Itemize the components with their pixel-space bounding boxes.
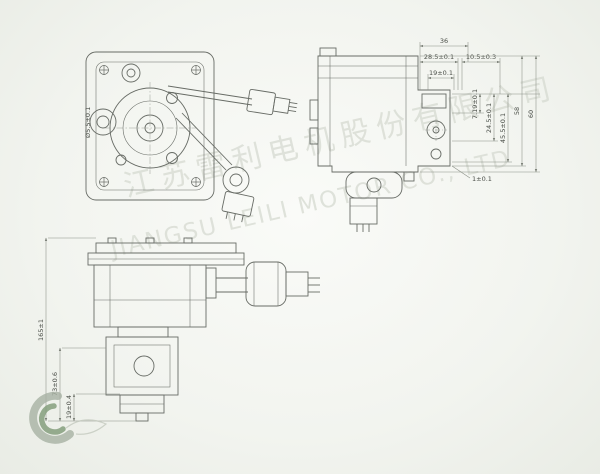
side-right-hole bbox=[425, 119, 447, 141]
dim-19-label: 19±0.1 bbox=[429, 69, 453, 77]
dim-60-label: 60 bbox=[527, 110, 535, 118]
side-body-outline bbox=[317, 55, 451, 173]
side-view bbox=[309, 47, 451, 232]
front-view: Ø5.5±0.1 bbox=[84, 51, 298, 223]
upper-harness bbox=[167, 85, 298, 116]
pin-hole-2 bbox=[166, 152, 178, 164]
side-left-tab-1 bbox=[309, 99, 319, 121]
side-foot bbox=[403, 171, 415, 182]
dim-36-label: 36 bbox=[440, 37, 448, 45]
logo-script-flourish bbox=[65, 419, 108, 435]
upper-connector-plug bbox=[272, 96, 291, 114]
top-boss bbox=[121, 63, 141, 83]
dim-7-19-label: 7.19±0.1 bbox=[471, 89, 479, 119]
left-boss-bore bbox=[96, 115, 110, 129]
elev-body bbox=[93, 264, 207, 328]
elevation-view bbox=[87, 237, 320, 422]
left-boss bbox=[89, 108, 117, 136]
elev-sensor-plug bbox=[285, 271, 309, 297]
dim-165-label: 165±1 bbox=[37, 319, 45, 341]
elev-lower-hub bbox=[133, 355, 155, 377]
elev-lower-body bbox=[105, 336, 179, 396]
lower-connector bbox=[221, 191, 255, 217]
side-connector bbox=[349, 197, 378, 225]
elevation-dimensions: 165±1 73±0.6 19±0.4 bbox=[37, 237, 136, 422]
elev-sensor-body bbox=[245, 261, 287, 307]
pin-hole-3 bbox=[115, 154, 127, 166]
dim-45-5-label: 45.5±0.1 bbox=[499, 113, 507, 143]
elev-output-shaft bbox=[135, 412, 149, 422]
top-boss-bore bbox=[126, 68, 136, 78]
gear-housing bbox=[104, 82, 196, 174]
elev-neck bbox=[117, 326, 169, 338]
dim-28-5-label: 28.5±0.1 bbox=[424, 53, 454, 61]
front-dia-label: Ø5.5±0.1 bbox=[84, 107, 92, 138]
front-plate-inner bbox=[95, 61, 205, 191]
elev-sensor bbox=[216, 261, 320, 307]
corner-holes bbox=[99, 65, 201, 187]
dim-73-label: 73±0.6 bbox=[51, 372, 59, 396]
side-right-block-slot bbox=[421, 93, 447, 109]
lower-probe bbox=[175, 112, 255, 223]
dim-24-5-label: 24.5±0.1 bbox=[485, 103, 493, 133]
watermark: 江苏雷利电机股份有限公司 JIANGSU LEILI MOTOR CO., LT… bbox=[106, 70, 561, 263]
leili-logo bbox=[29, 391, 108, 444]
front-plate-outline bbox=[85, 51, 215, 201]
dim-10-5-label: 10.5±0.3 bbox=[466, 53, 496, 61]
side-left-tab-2 bbox=[309, 127, 319, 145]
logo-swirl-inner bbox=[38, 403, 66, 435]
side-top-step bbox=[319, 47, 337, 57]
dim-19-4-label: 19±0.4 bbox=[65, 395, 73, 419]
logo-swirl-outer bbox=[29, 391, 74, 444]
dim-1-label: 1±0.1 bbox=[472, 175, 492, 183]
dim-58-label: 58 bbox=[513, 107, 521, 115]
elev-side-tab bbox=[205, 267, 217, 299]
side-motor-shaft bbox=[366, 177, 382, 193]
side-right-hole-small bbox=[430, 148, 442, 160]
side-view-dimensions: 36 28.5±0.1 10.5±0.3 19±0.1 7.19±0.1 24.… bbox=[419, 37, 540, 183]
probe-barrel-core bbox=[229, 173, 243, 187]
upper-connector bbox=[246, 88, 276, 116]
